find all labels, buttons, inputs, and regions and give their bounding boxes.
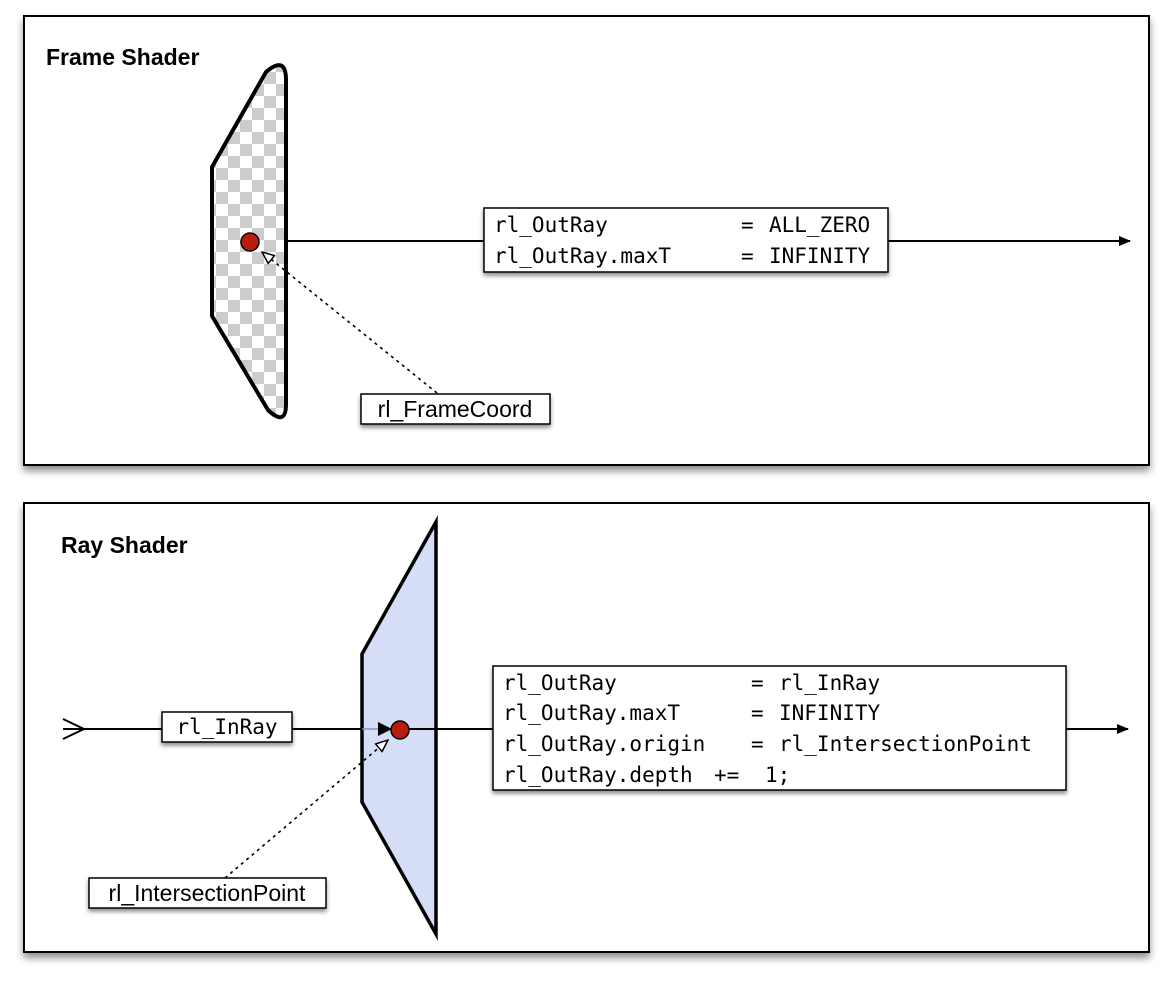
in-ray-label: rl_InRay bbox=[176, 715, 277, 739]
ray-code-box-border bbox=[492, 665, 1067, 791]
frame-code-line-2-lhs: rl_OutRay.maxT bbox=[494, 244, 671, 268]
frame-code-box-border bbox=[483, 207, 889, 273]
frame-coord-point bbox=[240, 232, 260, 252]
ray-code-box: rl_OutRay = rl_InRay rl_OutRay.maxT = IN… bbox=[492, 665, 1067, 791]
intersection-label-box: rl_IntersectionPoint bbox=[88, 877, 327, 909]
ray-shader-panel: Ray Shader rl_InRay rl_OutRay = rl_InRay… bbox=[23, 502, 1150, 953]
frame-code-line-1-rhs: ALL_ZERO bbox=[769, 213, 870, 237]
frame-code-line-2-op: = bbox=[741, 244, 754, 268]
ray-code-line-3-lhs: rl_OutRay.origin bbox=[503, 732, 705, 756]
ray-code-line-4-lhs: rl_OutRay.depth bbox=[503, 763, 693, 787]
frame-coord-pointer bbox=[262, 252, 438, 394]
ray-code-line-1-op: = bbox=[751, 671, 764, 695]
frame-coord-label-box: rl_FrameCoord bbox=[360, 393, 551, 425]
intersection-point bbox=[390, 720, 410, 740]
ray-incoming-arrowhead bbox=[378, 722, 392, 736]
ray-code-line-4-rhs: 1; bbox=[765, 763, 790, 787]
ray-code-line-2-rhs: INFINITY bbox=[779, 701, 881, 725]
frame-code-line-2-rhs: INFINITY bbox=[769, 244, 871, 268]
ray-code-line-2-op: = bbox=[751, 701, 764, 725]
in-ray-label-box: rl_InRay bbox=[161, 711, 293, 743]
ray-panel-title: Ray Shader bbox=[61, 532, 188, 558]
ray-code-line-1-lhs: rl_OutRay bbox=[503, 671, 617, 695]
ray-code-line-3-op: = bbox=[751, 732, 764, 756]
ray-code-line-3-rhs: rl_IntersectionPoint bbox=[779, 732, 1032, 756]
ray-code-line-2-lhs: rl_OutRay.maxT bbox=[503, 701, 680, 725]
ray-code-line-4-op: += bbox=[714, 763, 739, 787]
frame-coord-label: rl_FrameCoord bbox=[378, 396, 533, 422]
frame-code-line-1-lhs: rl_OutRay bbox=[494, 213, 608, 237]
frame-code-box: rl_OutRay = ALL_ZERO rl_OutRay.maxT = IN… bbox=[483, 207, 889, 273]
frame-shader-panel: Frame Shader rl_OutRay = ALL_ZERO rl_Out… bbox=[23, 15, 1150, 466]
frame-panel-title: Frame Shader bbox=[46, 44, 199, 70]
ray-code-line-1-rhs: rl_InRay bbox=[779, 671, 880, 695]
frame-coord-label-border bbox=[360, 393, 551, 425]
frame-code-line-1-op: = bbox=[741, 213, 754, 237]
intersection-pointer bbox=[224, 740, 388, 879]
intersection-label-border bbox=[88, 877, 327, 909]
intersection-label: rl_IntersectionPoint bbox=[109, 880, 306, 906]
in-ray-label-border bbox=[161, 711, 293, 743]
